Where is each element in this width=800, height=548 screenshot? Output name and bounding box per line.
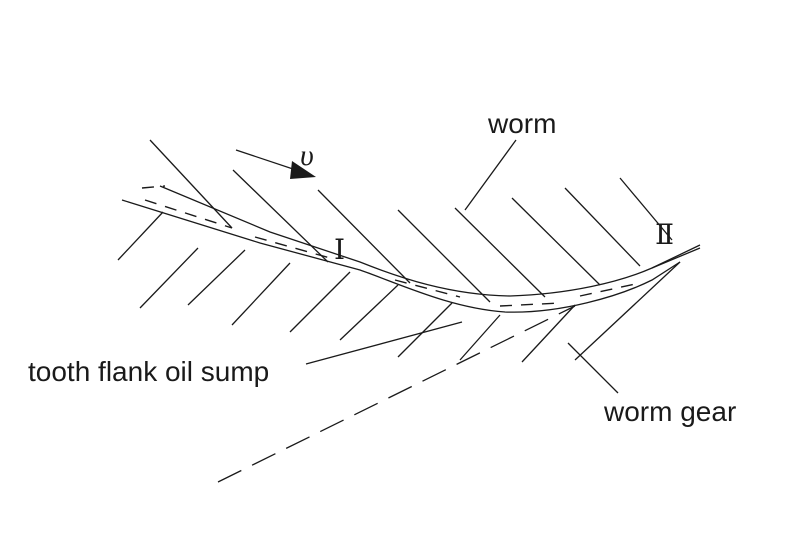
worm-flank-curve	[159, 185, 701, 297]
velocity-label: υ	[300, 139, 314, 172]
pitch-line-dashed	[217, 305, 576, 483]
worm-gear-end-line	[651, 247, 701, 269]
worm-hatching	[149, 139, 673, 303]
oil-film-dashes	[141, 185, 641, 307]
worm-gear-edge	[574, 261, 681, 361]
worm-gear-leader-line	[567, 342, 619, 394]
worm-label: worm	[487, 108, 556, 139]
worm-gear-flank-curve	[121, 199, 681, 313]
oil-sump-leader-line	[305, 321, 463, 365]
worm-leader-line	[464, 139, 517, 211]
point-two-label: Ⅱ	[655, 220, 674, 251]
point-one-label: Ⅰ	[334, 235, 345, 266]
oil-sump-label: tooth flank oil sump	[28, 356, 269, 387]
velocity-arrow	[235, 149, 316, 179]
worm-gear-hatching	[117, 211, 576, 363]
worm-gear-label: worm gear	[603, 396, 736, 427]
